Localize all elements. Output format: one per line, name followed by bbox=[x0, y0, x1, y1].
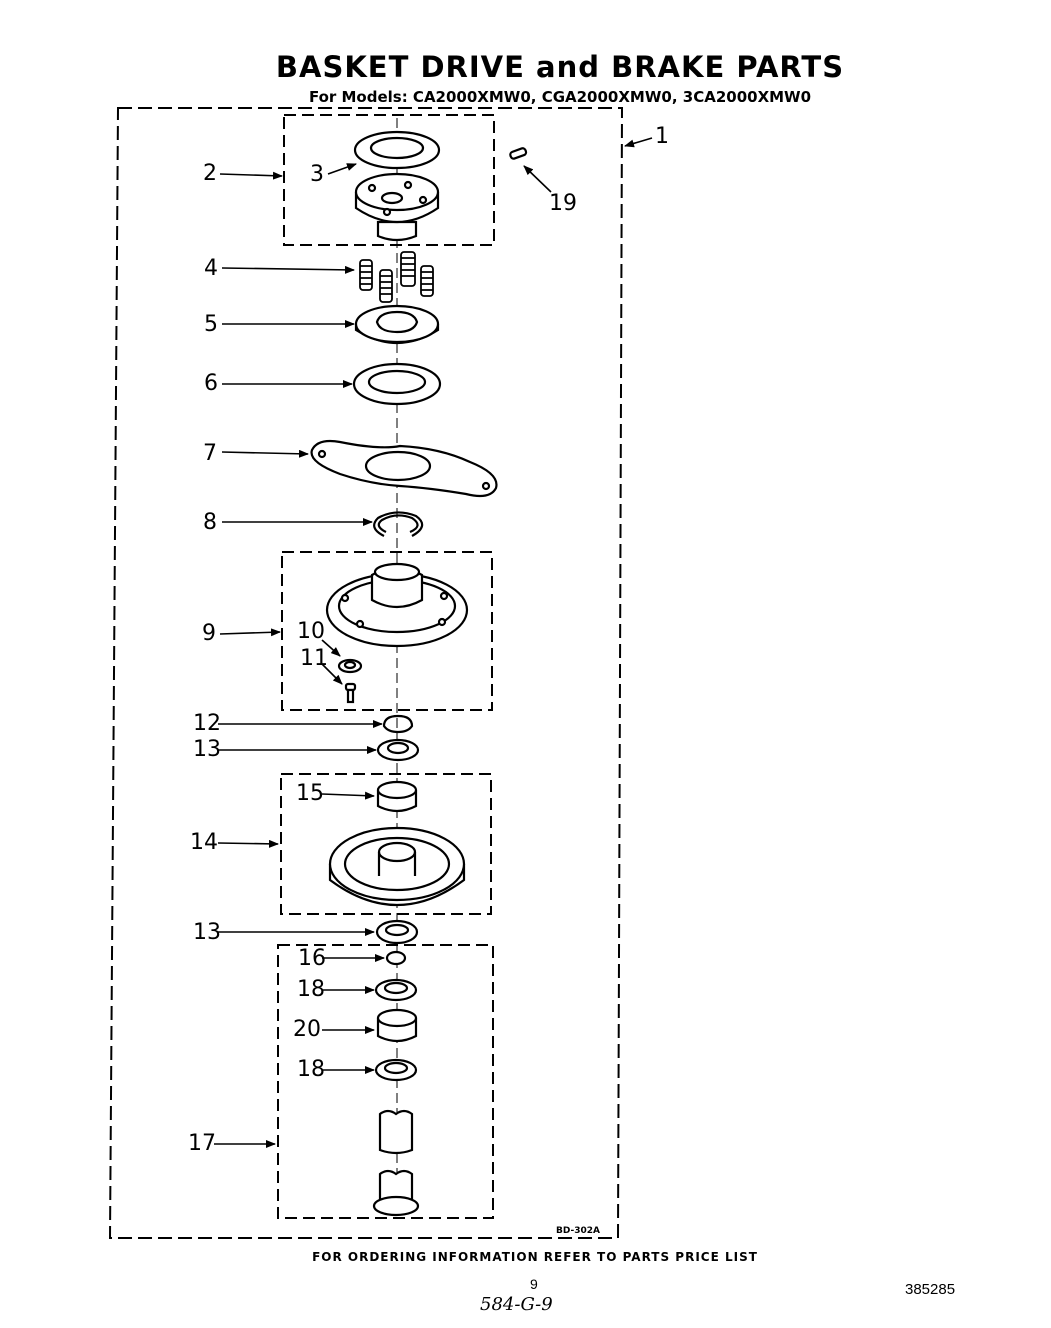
handwritten-note: 584-G-9 bbox=[480, 1294, 553, 1315]
part-13-bushing-lower bbox=[375, 919, 419, 945]
callout-13-lower: 13 bbox=[193, 920, 221, 945]
callout-15: 15 bbox=[296, 781, 324, 806]
group-box-14 bbox=[280, 773, 492, 915]
part-9-flange bbox=[325, 562, 469, 648]
part-16-seal bbox=[385, 950, 407, 966]
part-5-plate bbox=[354, 304, 440, 345]
part-2-hub bbox=[354, 172, 440, 242]
callout-3: 3 bbox=[310, 162, 324, 187]
part-18-bearing-upper bbox=[374, 978, 418, 1002]
part-14-pulley bbox=[328, 826, 466, 906]
callout-8: 8 bbox=[203, 510, 217, 535]
callout-11: 11 bbox=[300, 646, 328, 671]
part-13-bushing-upper bbox=[376, 738, 420, 762]
callout-9: 9 bbox=[202, 621, 216, 646]
callout-18-upper: 18 bbox=[297, 977, 325, 1002]
part-8-snap-ring bbox=[373, 511, 424, 537]
part-4-springs bbox=[359, 251, 434, 303]
part-11-screw bbox=[344, 682, 357, 704]
part-3-washer bbox=[353, 130, 441, 170]
part-15-bearing bbox=[376, 780, 418, 813]
part-20-sleeve bbox=[376, 1008, 418, 1043]
part-19-pin bbox=[509, 147, 528, 160]
callout-4: 4 bbox=[204, 256, 218, 281]
callout-16: 16 bbox=[298, 946, 326, 971]
page-number: 9 bbox=[530, 1276, 538, 1292]
part-6-washer bbox=[352, 362, 442, 406]
document-number: 385285 bbox=[905, 1281, 956, 1298]
part-17-shaft bbox=[372, 1109, 420, 1217]
callout-2: 2 bbox=[203, 161, 217, 186]
callout-10: 10 bbox=[297, 619, 325, 644]
callout-1: 1 bbox=[655, 124, 669, 149]
callout-17: 17 bbox=[188, 1131, 216, 1156]
models-subtitle: For Models: CA2000XMW0, CGA2000XMW0, 3CA… bbox=[308, 88, 812, 106]
page-title: BASKET DRIVE and BRAKE PARTS bbox=[275, 50, 845, 84]
callout-20: 20 bbox=[293, 1017, 321, 1042]
callout-18-lower: 18 bbox=[297, 1057, 325, 1082]
callout-14: 14 bbox=[190, 830, 218, 855]
group-box-2 bbox=[283, 114, 495, 246]
group-box-9 bbox=[281, 551, 493, 711]
callout-12: 12 bbox=[193, 711, 221, 736]
callout-6: 6 bbox=[204, 371, 218, 396]
part-18-bearing-lower bbox=[374, 1058, 418, 1082]
callout-5: 5 bbox=[204, 312, 218, 337]
part-7-gasket bbox=[310, 439, 498, 498]
callout-19: 19 bbox=[549, 191, 577, 216]
callout-7: 7 bbox=[203, 441, 217, 466]
group-box-17 bbox=[277, 944, 494, 1219]
part-10-nut bbox=[337, 658, 363, 674]
part-12-ring bbox=[382, 714, 414, 734]
drawing-reference: BD-302A bbox=[556, 1226, 600, 1236]
callout-13-upper: 13 bbox=[193, 737, 221, 762]
ordering-info-footer: FOR ORDERING INFORMATION REFER TO PARTS … bbox=[312, 1250, 758, 1264]
